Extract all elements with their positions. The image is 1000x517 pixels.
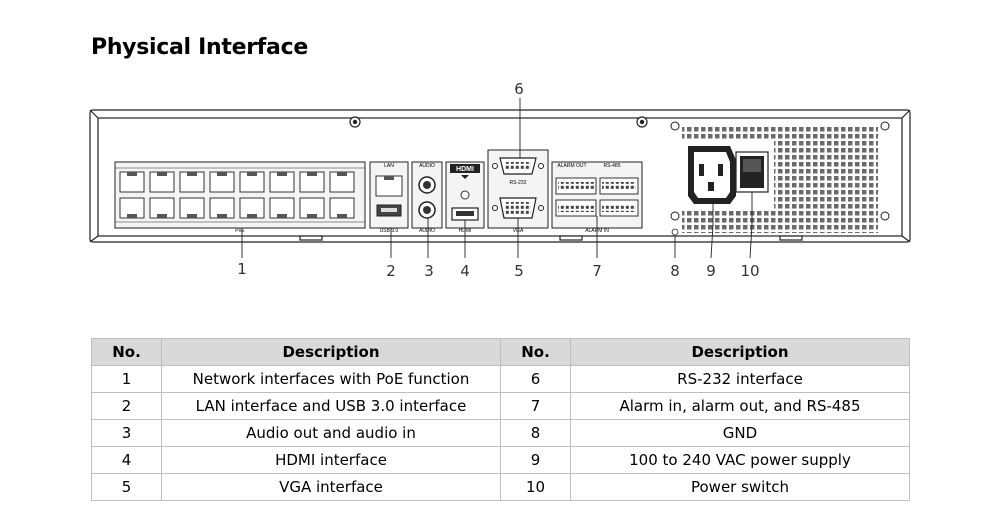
cell-description: Alarm in, alarm out, and RS-485	[570, 392, 910, 420]
cell-description: RS-232 interface	[570, 365, 910, 393]
usb-label: USB 3.0	[380, 228, 399, 234]
cell-no: 4	[91, 446, 162, 474]
callout-4: 4	[460, 262, 470, 280]
ground-icon	[671, 228, 679, 236]
callout-9: 9	[706, 262, 716, 280]
hdmi-logo: HDMI	[456, 166, 474, 173]
power-inlet-icon	[688, 146, 736, 204]
chassis	[89, 109, 911, 243]
cell-no: 6	[500, 365, 571, 393]
poe-label: PoE	[235, 228, 245, 234]
alarm-rs485-terminals: ALARM OUT RS-485 ALARM IN	[551, 161, 643, 234]
cell-description: Network interfaces with PoE function	[161, 365, 501, 393]
cell-description: HDMI interface	[161, 446, 501, 474]
cell-description: LAN interface and USB 3.0 interface	[161, 392, 501, 420]
audio-out-label: AUDIO	[419, 163, 435, 169]
cell-no: 3	[91, 419, 162, 447]
rs232-label: RS-232	[510, 180, 527, 186]
cell-no: 7	[500, 392, 571, 420]
alarm-out-label: ALARM OUT	[557, 163, 586, 169]
table-row: 1 Network interfaces with PoE function 6…	[91, 365, 910, 393]
poe-ports: PoE	[114, 161, 366, 234]
callout-8: 8	[670, 262, 680, 280]
audio-ports: AUDIO AUDIO	[411, 161, 443, 234]
table-row: 4 HDMI interface 9 100 to 240 VAC power …	[91, 446, 910, 474]
power-switch-icon	[735, 151, 769, 193]
cell-description: Audio out and audio in	[161, 419, 501, 447]
hdmi-port: HDMI HDMI	[445, 161, 485, 234]
header-description-left: Description	[161, 338, 501, 366]
cell-no: 5	[91, 473, 162, 501]
cell-no: 9	[500, 446, 571, 474]
callout-leaders	[241, 98, 753, 259]
header-description-right: Description	[570, 338, 910, 366]
callout-6: 6	[514, 80, 524, 98]
audio-in-label: AUDIO	[419, 228, 435, 234]
callout-2: 2	[386, 262, 396, 280]
rear-panel-diagram: PoE LAN USB 3.0 AUDIO AUDIO HDMI HDMI	[89, 80, 911, 280]
screw-icon	[349, 116, 648, 128]
page-title: Physical Interface	[91, 35, 308, 60]
callout-1: 1	[237, 260, 247, 278]
callout-3: 3	[424, 262, 434, 280]
callout-5: 5	[514, 262, 524, 280]
interface-table: No. Description No. Description 1 Networ…	[91, 338, 910, 501]
table-header-row: No. Description No. Description	[91, 338, 910, 366]
callout-10: 10	[740, 262, 759, 280]
table-row: 2 LAN interface and USB 3.0 interface 7 …	[91, 392, 910, 420]
cell-no: 8	[500, 419, 571, 447]
screw-icon	[670, 121, 890, 221]
callout-7: 7	[592, 262, 602, 280]
cell-description: GND	[570, 419, 910, 447]
cell-description: 100 to 240 VAC power supply	[570, 446, 910, 474]
power-section	[670, 121, 890, 236]
header-no-right: No.	[500, 338, 571, 366]
cell-description: VGA interface	[161, 473, 501, 501]
table-row: 3 Audio out and audio in 8 GND	[91, 419, 910, 447]
lan-label: LAN	[384, 163, 394, 169]
rs485-label: RS-485	[604, 163, 621, 169]
header-no-left: No.	[91, 338, 162, 366]
table-row: 5 VGA interface 10 Power switch	[91, 473, 910, 501]
cell-description: Power switch	[570, 473, 910, 501]
lan-usb-ports: LAN USB 3.0	[369, 161, 409, 234]
cell-no: 1	[91, 365, 162, 393]
cell-no: 2	[91, 392, 162, 420]
cell-no: 10	[500, 473, 571, 501]
